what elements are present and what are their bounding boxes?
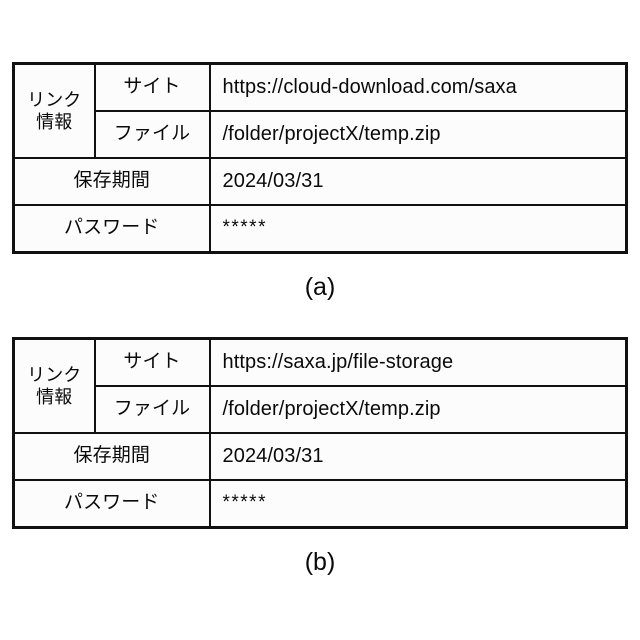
table-row: 保存期間 2024/03/31 [12,432,628,481]
row-header-link-info: リンク 情報 [12,62,96,159]
row-value-retention-period: 2024/03/31 [208,432,628,481]
row-key-site: サイト [93,337,211,387]
row-header-link-info-line2: 情報 [36,112,73,132]
table-row: パスワード ***** [12,479,628,529]
row-key-password: パスワード [12,204,211,254]
row-header-link-info: リンク 情報 [12,337,96,434]
row-key-password: パスワード [12,479,211,529]
link-info-table-a: リンク 情報 サイト https://cloud-download.com/sa… [12,62,628,254]
figure-caption-a: (a) [304,273,336,301]
row-key-file: ファイル [93,110,211,159]
table-row: 保存期間 2024/03/31 [12,157,628,206]
row-header-link-info-line1: リンク [27,364,82,385]
row-header-link-info-line1: リンク [27,89,82,110]
table-row: ファイル /folder/projectX/temp.zip [14,110,628,159]
row-value-password: ***** [208,204,628,254]
figure-caption-b: (b) [304,548,336,576]
table-row: パスワード ***** [12,204,628,254]
row-value-file: /folder/projectX/temp.zip [208,110,628,159]
row-key-retention-period: 保存期間 [12,432,211,481]
row-value-file: /folder/projectX/temp.zip [208,385,628,434]
row-value-retention-period: 2024/03/31 [208,157,628,206]
row-value-site: https://cloud-download.com/saxa [208,62,628,112]
row-value-site: https://saxa.jp/file-storage [208,337,628,387]
table-row: ファイル /folder/projectX/temp.zip [14,385,628,434]
table-row: リンク 情報 サイト https://cloud-download.com/sa… [12,62,628,159]
row-key-retention-period: 保存期間 [12,157,211,206]
row-header-link-info-line2: 情報 [36,387,73,407]
row-value-password: ***** [208,479,628,529]
row-key-file: ファイル [93,385,211,434]
row-key-site: サイト [93,62,211,112]
table-row: リンク 情報 サイト https://saxa.jp/file-storage [12,337,628,434]
link-info-table-b: リンク 情報 サイト https://saxa.jp/file-storage … [12,337,628,529]
